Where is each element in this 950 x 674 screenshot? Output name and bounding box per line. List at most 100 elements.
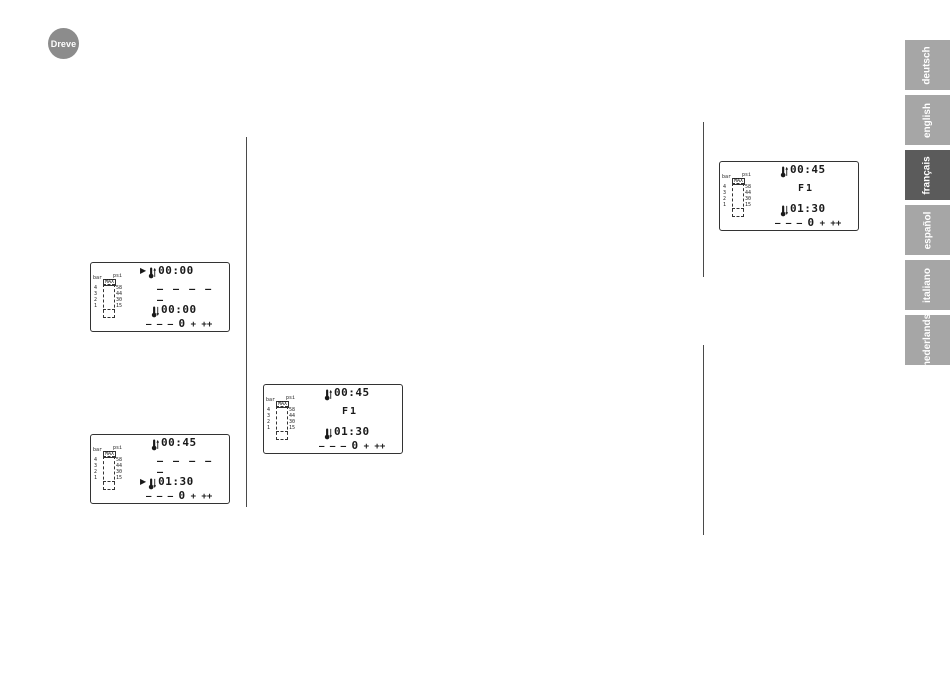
cooling-time: 01:30 (334, 425, 370, 438)
pressure-scale: – – – 0 + ++ (146, 489, 212, 502)
tab-nederlands[interactable]: nederlands (905, 313, 950, 367)
bar-tick: 3 (723, 190, 727, 196)
tab-italiano[interactable]: italiano (905, 260, 950, 310)
heating-time-row: 00:45 (324, 386, 370, 401)
bar-unit-label: bar (93, 447, 103, 453)
cooling-time-row: 00:00 (151, 303, 197, 318)
psi-tick: 30 (745, 196, 752, 202)
psi-tick: 58 (745, 184, 752, 190)
scale-zero: 0 (178, 317, 186, 330)
pressure-scale: – – – 0 + ++ (146, 317, 212, 330)
tab-label: english (921, 102, 933, 138)
thermometer-down-icon (148, 475, 157, 490)
scale-zero: 0 (351, 439, 359, 452)
bar-tick: 3 (94, 291, 98, 297)
bar-tick: 1 (94, 303, 98, 309)
scale-zero: 0 (178, 489, 186, 502)
thermometer-down-icon (780, 202, 789, 217)
bar-tick: 1 (94, 475, 98, 481)
tab-english[interactable]: english (905, 95, 950, 145)
column-divider (703, 122, 704, 277)
gauge-level-line (103, 481, 115, 482)
scale-minus: – – – (319, 442, 347, 452)
psi-unit-label: psi (742, 172, 752, 178)
heating-time-row: 00:45 (780, 163, 826, 178)
gauge-level-line (732, 208, 744, 209)
cooling-time: 01:30 (790, 202, 826, 215)
tab-label: español (921, 211, 933, 249)
bar-unit-label: bar (93, 275, 103, 281)
max-label: MAX (103, 451, 117, 458)
pressure-scale: – – – 0 + ++ (775, 216, 841, 229)
psi-tick: 30 (116, 297, 123, 303)
bar-unit-label: bar (722, 174, 732, 180)
max-label: MAX (276, 401, 290, 408)
psi-tick: 44 (289, 413, 296, 419)
cooling-time-row: ▶01:30 (140, 475, 194, 490)
psi-tick: 44 (745, 190, 752, 196)
thermometer-up-icon (324, 386, 333, 401)
thermometer-up-icon (148, 264, 157, 279)
program-display: F1 (798, 183, 815, 194)
psi-tick: 58 (116, 457, 123, 463)
gauge-frame (103, 284, 115, 318)
psi-tick: 15 (745, 202, 752, 208)
bar-tick: 4 (267, 407, 271, 413)
program-display: – – – – – (157, 456, 214, 478)
psi-tick: 15 (116, 475, 123, 481)
program-display: F1 (342, 406, 359, 417)
selection-arrow-icon: ▶ (140, 266, 147, 275)
tab-label: deutsch (922, 45, 933, 85)
tab-deutsch[interactable]: deutsch (905, 40, 950, 90)
program-display: – – – – – (157, 284, 214, 306)
scale-plus: + ++ (363, 442, 386, 452)
bar-tick: 2 (267, 419, 271, 425)
tab-francais[interactable]: français (905, 150, 950, 200)
cooling-time: 01:30 (158, 475, 194, 488)
psi-tick: 30 (116, 469, 123, 475)
cooling-time-row: 01:30 (324, 425, 370, 440)
tab-label: italiano (921, 267, 933, 303)
bar-unit-label: bar (266, 397, 276, 403)
thermometer-down-icon (151, 303, 160, 318)
cooling-time-row: 01:30 (780, 202, 826, 217)
dreve-logo: Dreve (48, 28, 79, 59)
scale-plus: + ++ (190, 492, 213, 502)
psi-unit-label: psi (113, 445, 123, 451)
tab-label: nederlands (922, 313, 934, 367)
psi-tick: 30 (289, 419, 296, 425)
bar-tick: 4 (723, 184, 727, 190)
gauge-frame (732, 183, 744, 217)
heating-time: 00:45 (790, 163, 826, 176)
scale-zero: 0 (807, 216, 815, 229)
thermometer-up-icon (151, 436, 160, 451)
bar-tick: 3 (94, 463, 98, 469)
thermometer-down-icon (324, 425, 333, 440)
tab-espanol[interactable]: español (905, 205, 950, 255)
heating-time-row: ▶ 00:00 (140, 264, 194, 279)
psi-tick: 44 (116, 463, 123, 469)
psi-unit-label: psi (113, 273, 123, 279)
bar-tick: 4 (94, 285, 98, 291)
pressure-scale: – – – 0 + ++ (319, 439, 385, 452)
psi-unit-label: psi (286, 395, 296, 401)
scale-minus: – – – (775, 219, 803, 229)
max-label: MAX (732, 178, 746, 185)
bar-tick: 3 (267, 413, 271, 419)
scale-minus: – – – (146, 320, 174, 330)
heating-time-row: 00:45 (151, 436, 197, 451)
column-divider (703, 345, 704, 535)
bar-tick: 2 (723, 196, 727, 202)
scale-minus: – – – (146, 492, 174, 502)
heating-time: 00:00 (158, 264, 194, 277)
gauge-frame (103, 456, 115, 490)
cooling-time: 00:00 (161, 303, 197, 316)
